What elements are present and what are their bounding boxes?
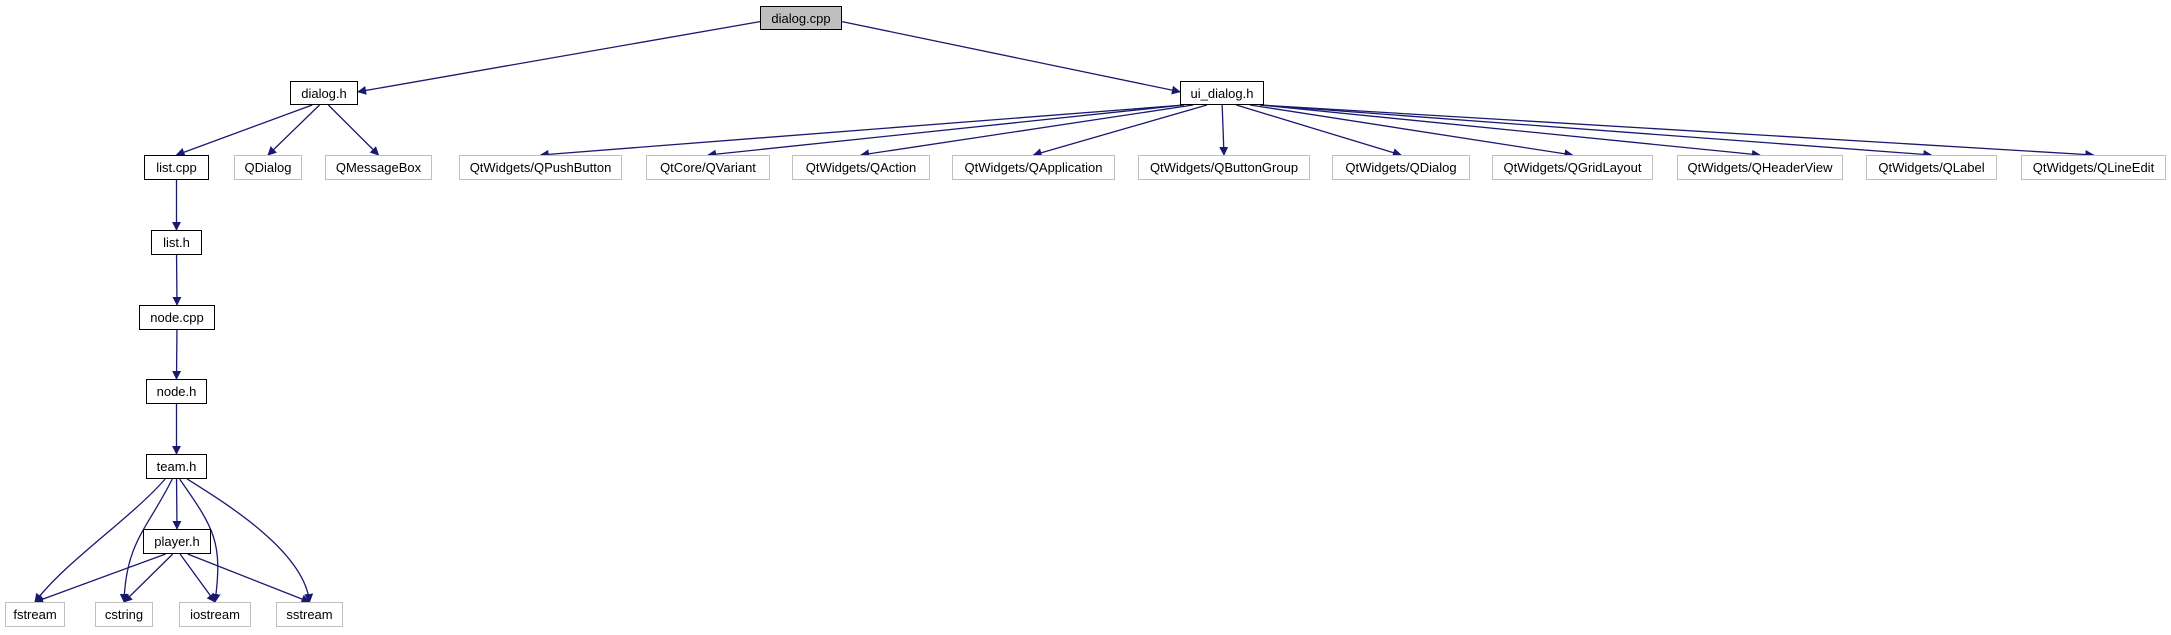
edge-ui-dialog-h-to-qtwidgets-qlabel bbox=[1259, 104, 1933, 159]
node-qtwidgets-qapplication[interactable]: QtWidgets/QApplication bbox=[952, 155, 1115, 180]
node-qtwidgets-qpushbutton[interactable]: QtWidgets/QPushButton bbox=[459, 155, 622, 180]
edge-dialog-h-to-list-cpp bbox=[175, 104, 313, 157]
edge-ui-dialog-h-to-qtwidgets-qbuttongroup bbox=[1219, 104, 1229, 156]
node-qtwidgets-qgridlayout[interactable]: QtWidgets/QGridLayout bbox=[1492, 155, 1653, 180]
edge-ui-dialog-h-to-qtwidgets-qgridlayout bbox=[1249, 104, 1574, 159]
edge-player-h-to-cstring bbox=[123, 553, 174, 603]
edge-ui-dialog-h-to-qtwidgets-qaction bbox=[860, 104, 1194, 159]
edge-dialog-cpp-to-dialog-h bbox=[357, 20, 761, 95]
node-label: QMessageBox bbox=[335, 160, 422, 175]
node-qtwidgets-qbuttongroup[interactable]: QtWidgets/QButtonGroup bbox=[1138, 155, 1310, 180]
node-qtwidgets-qdialog[interactable]: QtWidgets/QDialog bbox=[1332, 155, 1470, 180]
node-label: list.h bbox=[163, 235, 190, 250]
node-label: cstring bbox=[104, 607, 144, 622]
node-label: fstream bbox=[13, 607, 57, 622]
node-label: team.h bbox=[156, 459, 197, 474]
edge-team-h-to-sstream bbox=[186, 478, 314, 603]
node-node-h[interactable]: node.h bbox=[146, 379, 207, 404]
node-qtwidgets-qheaderview[interactable]: QtWidgets/QHeaderView bbox=[1677, 155, 1843, 180]
node-label: list.cpp bbox=[156, 160, 197, 175]
node-list-cpp[interactable]: list.cpp bbox=[144, 155, 209, 180]
node-label: QtWidgets/QDialog bbox=[1345, 160, 1457, 175]
node-label: QtWidgets/QApplication bbox=[964, 160, 1103, 175]
node-label: QtWidgets/QAction bbox=[805, 160, 917, 175]
edge-player-h-to-iostream bbox=[179, 553, 216, 603]
node-label: QtWidgets/QLineEdit bbox=[2032, 160, 2155, 175]
node-iostream[interactable]: iostream bbox=[179, 602, 251, 627]
edge-team-h-to-fstream bbox=[34, 478, 166, 603]
node-qmessagebox[interactable]: QMessageBox bbox=[325, 155, 432, 180]
edge-dialog-cpp-to-ui-dialog-h bbox=[841, 20, 1181, 95]
edge-player-h-to-sstream bbox=[187, 553, 311, 604]
edge-team-h-to-iostream bbox=[179, 478, 221, 603]
node-label: ui_dialog.h bbox=[1190, 85, 1254, 101]
node-team-h[interactable]: team.h bbox=[146, 454, 207, 479]
node-label: QtWidgets/QHeaderView bbox=[1687, 160, 1833, 175]
edge-ui-dialog-h-to-qtwidgets-qdialog bbox=[1236, 104, 1402, 157]
edge-player-h-to-fstream bbox=[34, 553, 166, 604]
node-qdialog[interactable]: QDialog bbox=[234, 155, 302, 180]
edge-ui-dialog-h-to-qtwidgets-qapplication bbox=[1032, 104, 1208, 158]
node-qtcore-qvariant[interactable]: QtCore/QVariant bbox=[646, 155, 770, 180]
node-label: player.h bbox=[154, 534, 200, 549]
node-qtwidgets-qlineedit[interactable]: QtWidgets/QLineEdit bbox=[2021, 155, 2166, 180]
node-node-cpp[interactable]: node.cpp bbox=[139, 305, 215, 330]
node-qtwidgets-qlabel[interactable]: QtWidgets/QLabel bbox=[1866, 155, 1997, 180]
node-dialog-h[interactable]: dialog.h bbox=[290, 81, 358, 105]
node-label: QDialog bbox=[244, 160, 292, 175]
node-label: node.cpp bbox=[150, 310, 204, 325]
edge-team-h-to-cstring bbox=[119, 478, 173, 603]
edge-dialog-h-to-qmessagebox bbox=[327, 104, 380, 156]
node-label: QtWidgets/QGridLayout bbox=[1503, 160, 1642, 175]
node-label: QtWidgets/QPushButton bbox=[469, 160, 612, 175]
node-label: QtWidgets/QButtonGroup bbox=[1149, 160, 1299, 175]
node-player-h[interactable]: player.h bbox=[143, 529, 211, 554]
edge-ui-dialog-h-to-qtwidgets-qpushbutton bbox=[539, 104, 1185, 159]
node-sstream[interactable]: sstream bbox=[276, 602, 343, 627]
edge-ui-dialog-h-to-qtwidgets-qlineedit bbox=[1259, 104, 2095, 160]
node-ui-dialog-h[interactable]: ui_dialog.h bbox=[1180, 81, 1264, 105]
node-label: sstream bbox=[286, 607, 333, 622]
node-label: dialog.cpp bbox=[771, 10, 831, 26]
node-label: QtWidgets/QLabel bbox=[1878, 160, 1985, 175]
node-label: dialog.h bbox=[301, 85, 347, 101]
node-label: iostream bbox=[190, 607, 240, 622]
node-cstring[interactable]: cstring bbox=[95, 602, 153, 627]
edge-dialog-h-to-qdialog bbox=[267, 104, 320, 156]
node-label: QtCore/QVariant bbox=[660, 160, 756, 175]
node-dialog-cpp[interactable]: dialog.cpp bbox=[760, 6, 842, 30]
edge-ui-dialog-h-to-qtcore-qvariant bbox=[707, 104, 1185, 159]
node-qtwidgets-qaction[interactable]: QtWidgets/QAction bbox=[792, 155, 930, 180]
node-label: node.h bbox=[156, 384, 197, 399]
edge-ui-dialog-h-to-qtwidgets-qheaderview bbox=[1259, 104, 1761, 159]
node-list-h[interactable]: list.h bbox=[151, 230, 202, 255]
node-fstream[interactable]: fstream bbox=[5, 602, 65, 627]
